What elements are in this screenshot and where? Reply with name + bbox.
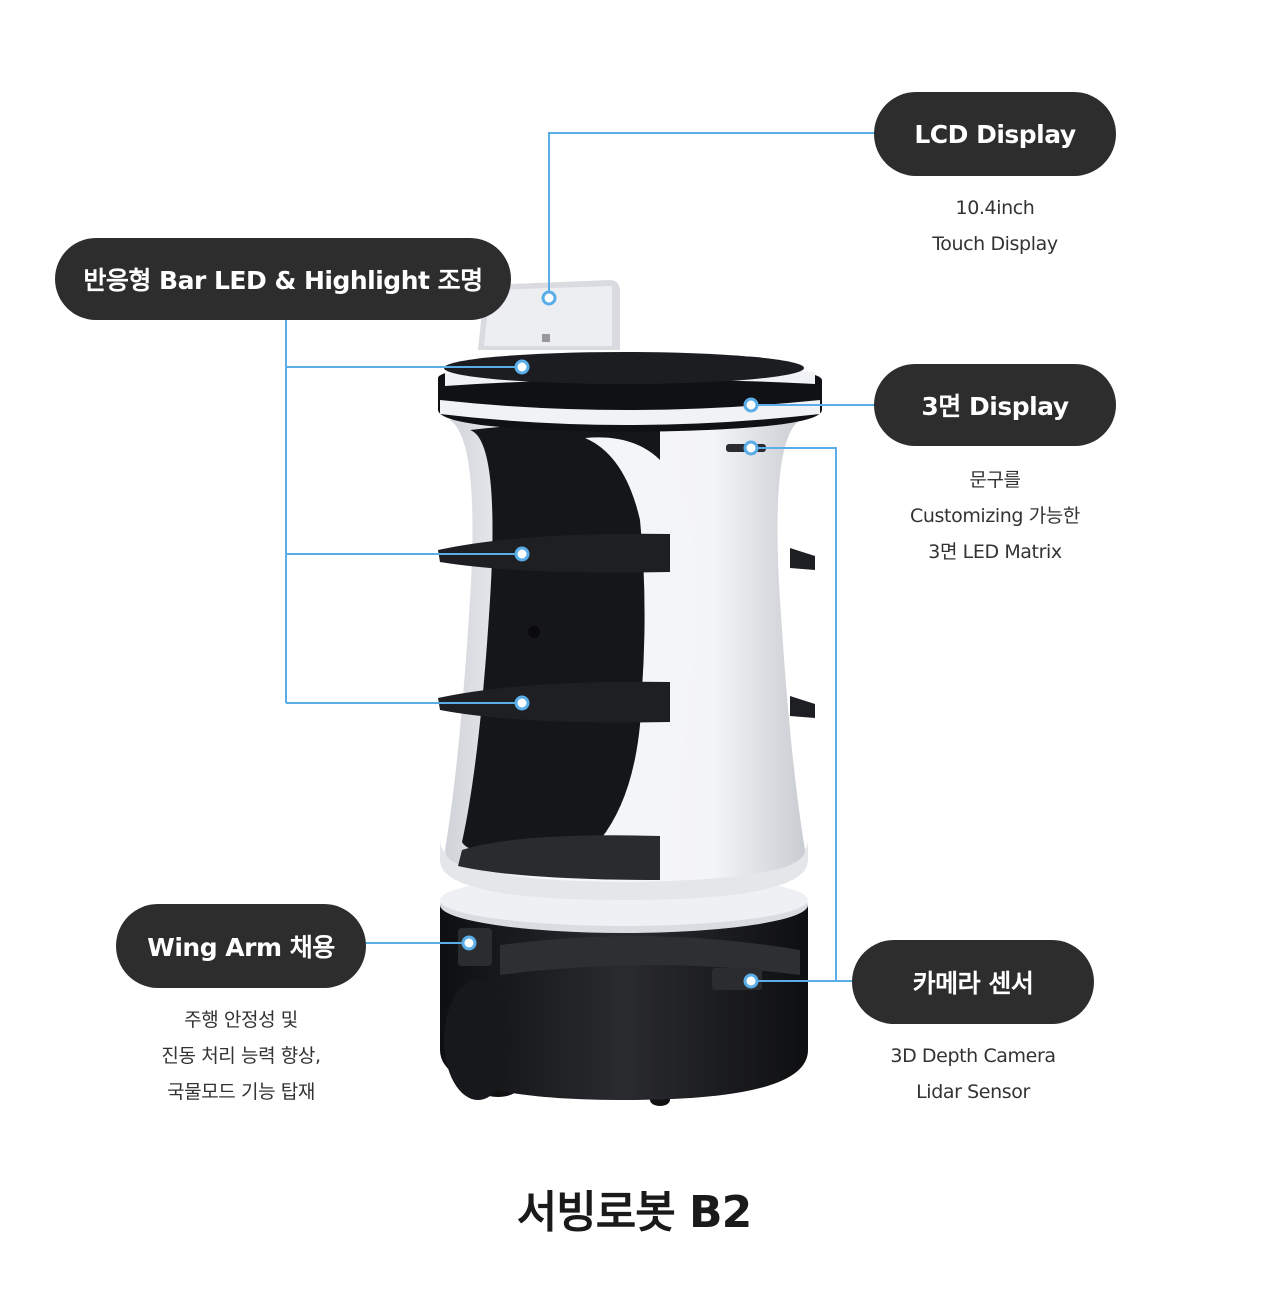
product-title: 서빙로봇 B2 [516,1187,752,1238]
leader-line-lcd [548,132,874,298]
lcd-display-label: LCD Display [874,92,1116,176]
bar-led-label: 반응형 Bar LED & Highlight 조명 [55,238,511,320]
camera-sensor-label: 카메라 센서 [852,940,1094,1024]
leader-line-camera [751,447,852,982]
wing-arm-label: Wing Arm 채용 [116,904,366,988]
serving-robot-image [438,280,822,1106]
three-side-display-label: 3면 Display [874,364,1116,446]
lcd-display-description: 10.4inch Touch Display [932,197,1058,255]
leader-lines [285,132,874,982]
endpoint-dots [461,290,759,989]
camera-sensor-description: 3D Depth Camera Lidar Sensor [890,1045,1056,1103]
three-side-display-description: 문구를 Customizing 가능한 3면 LED Matrix [910,469,1080,563]
wing-arm-description: 주행 안정성 및 진동 처리 능력 향상, 국물모드 기능 탑재 [161,1009,321,1103]
leader-line-led [285,318,522,704]
